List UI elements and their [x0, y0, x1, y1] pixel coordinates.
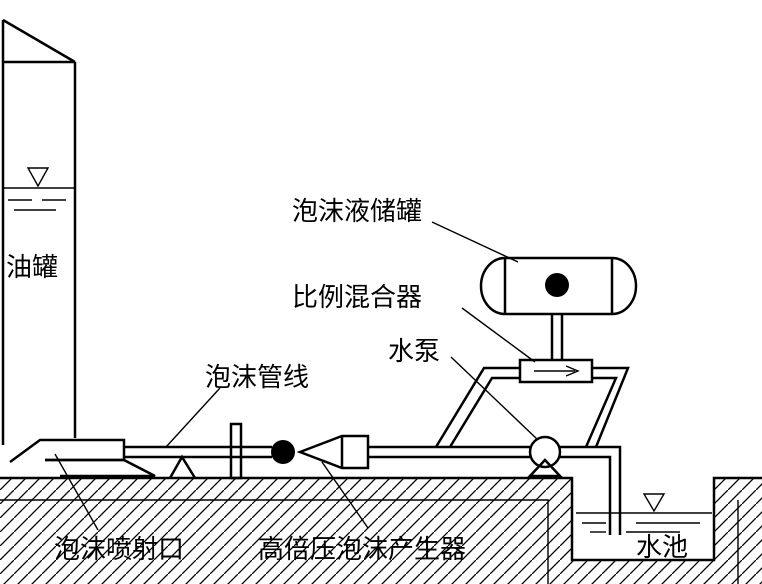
- tank-indicator-icon: [545, 273, 569, 297]
- water-pump: [527, 435, 563, 478]
- foam-liquid-tank: [479, 256, 638, 316]
- oil-tank: [1, 18, 77, 445]
- label-foam-pipeline: 泡沫管线: [205, 363, 309, 393]
- high-expansion-foam-generator: [296, 434, 370, 470]
- label-water-pool: 水池: [636, 533, 688, 563]
- label-water-pump: 水泵: [388, 337, 440, 367]
- pump-inlet-pipe: [368, 445, 532, 459]
- label-oil-tank: 油罐: [6, 253, 58, 283]
- mixer-bypass-loop: [434, 366, 630, 448]
- flow-arrow-icon: [565, 365, 580, 377]
- mixer-feed-stem: [550, 315, 564, 360]
- label-foam-liquid-tank: 泡沫液储罐: [292, 197, 422, 227]
- foam-outlet-nozzle: [9, 438, 156, 478]
- leader-lines: [54, 221, 539, 531]
- water-pool: [576, 493, 712, 533]
- label-proportional-mixer: 比例混合器: [292, 283, 422, 313]
- pool-suction-pipe: [560, 445, 622, 535]
- proportional-mixer: [518, 358, 594, 384]
- ground: [0, 476, 762, 584]
- foam-pipeline: [124, 422, 272, 480]
- valve-ball-icon: [271, 440, 295, 464]
- label-foam-outlet: 泡沫喷射口: [54, 535, 184, 565]
- oil-level-marker-icon: [26, 167, 50, 188]
- pool-level-marker-icon: [642, 493, 666, 513]
- label-high-expansion-generator: 高倍压泡沫产生器: [258, 535, 466, 565]
